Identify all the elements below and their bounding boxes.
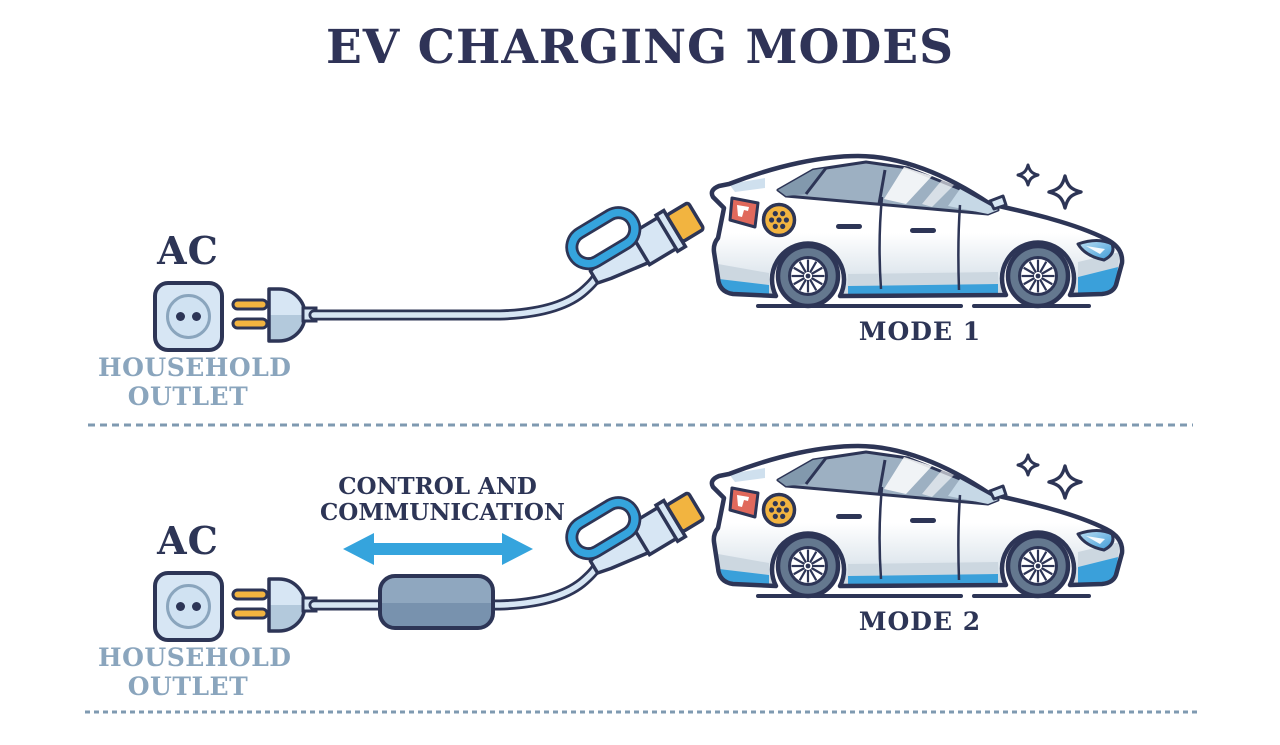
household-outlet-icon-mode1 bbox=[153, 281, 224, 352]
annotation-line1: CONTROL AND bbox=[338, 473, 537, 500]
control-communication-label: CONTROL AND COMMUNICATION bbox=[320, 473, 565, 527]
ev-car-mode1 bbox=[712, 156, 1122, 306]
mode-1-label: MODE 1 bbox=[858, 317, 982, 346]
double-arrow-icon bbox=[343, 533, 533, 565]
household-outlet-line1: HOUSEHOLD bbox=[98, 643, 292, 672]
household-outlet-line2: OUTLET bbox=[127, 671, 249, 701]
ac-label-mode1: AC bbox=[157, 228, 219, 273]
control-box-icon bbox=[378, 574, 495, 630]
ac-label-mode2: AC bbox=[157, 518, 219, 563]
household-outlet-label-mode1: HOUSEHOLD OUTLET bbox=[98, 353, 292, 411]
household-outlet-line2: OUTLET bbox=[127, 381, 249, 411]
ev-car-mode2 bbox=[712, 446, 1122, 596]
mode-2-label: MODE 2 bbox=[858, 607, 982, 636]
household-outlet-icon-mode2 bbox=[153, 571, 224, 642]
page-title: EV CHARGING MODES bbox=[325, 20, 955, 75]
power-plug-icon-mode2 bbox=[231, 577, 318, 633]
household-outlet-label-mode2: HOUSEHOLD OUTLET bbox=[98, 643, 292, 701]
mode-2-graphics bbox=[153, 446, 1122, 642]
annotation-line2: COMMUNICATION bbox=[320, 499, 565, 527]
power-plug-icon-mode1 bbox=[231, 287, 318, 343]
household-outlet-line1: HOUSEHOLD bbox=[98, 353, 292, 382]
cable-and-connector-mode1 bbox=[314, 177, 707, 315]
